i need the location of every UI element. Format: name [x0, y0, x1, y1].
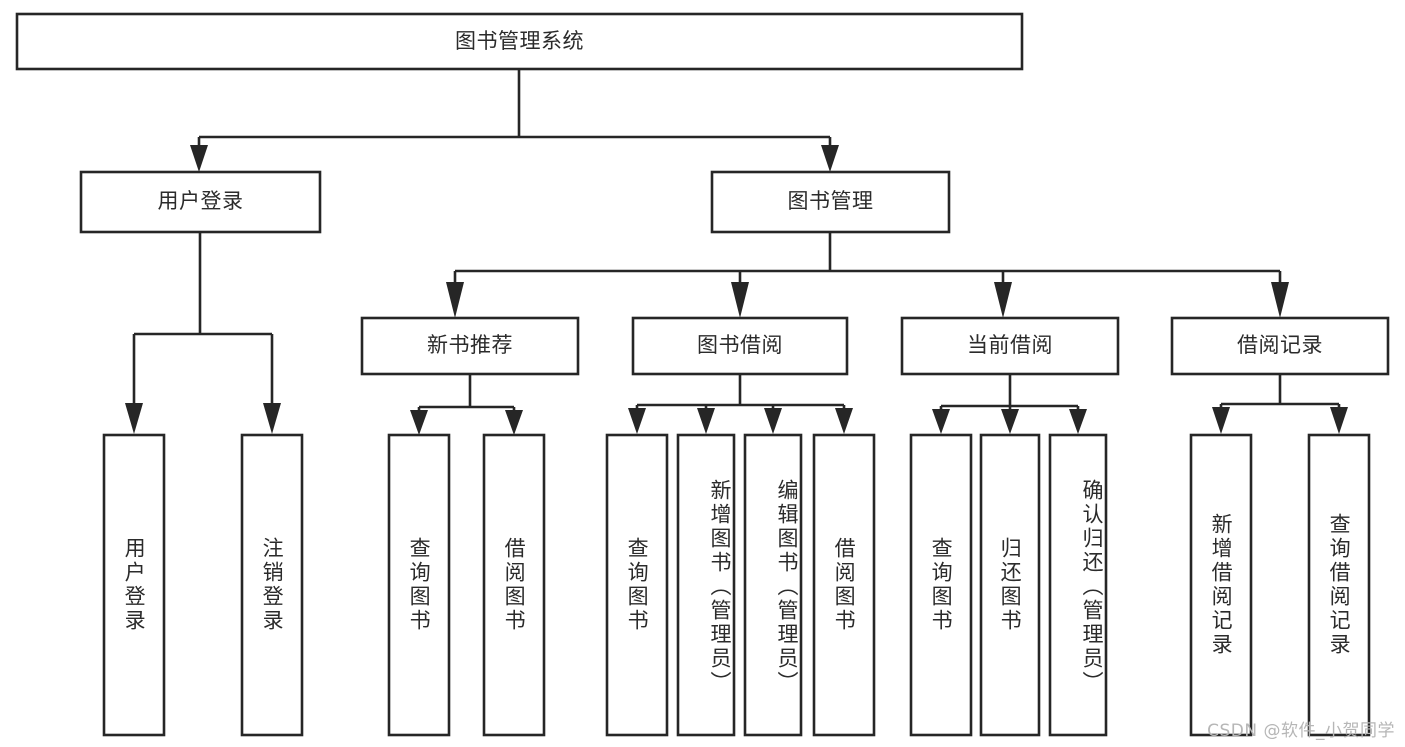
arrow-head-borrow-record-2 — [1330, 407, 1348, 434]
arrow-head-book-manage-4 — [1271, 282, 1289, 318]
leaf-box-query-book-borrow[interactable] — [605, 433, 669, 737]
leaf-box-borrow-book-new[interactable] — [482, 433, 546, 737]
arrow-head-new-book-1 — [410, 410, 428, 435]
arrow-head-book-borrow-1 — [628, 408, 646, 434]
leaf-box-query-book-new[interactable] — [387, 433, 451, 737]
node-book-manage-box[interactable] — [710, 170, 951, 234]
node-root-box[interactable] — [15, 12, 1024, 71]
node-borrow-record-box[interactable] — [1170, 316, 1390, 376]
leaf-box-query-book-current[interactable] — [909, 433, 973, 737]
arrow-head-root-1 — [190, 145, 208, 172]
arrow-head-book-manage-1 — [446, 282, 464, 318]
arrow-head-new-book-2 — [505, 410, 523, 435]
leaf-box-edit-book[interactable] — [743, 433, 803, 737]
node-book-borrow-box[interactable] — [631, 316, 849, 376]
arrow-head-user-login-2 — [263, 403, 281, 434]
node-new-book-box[interactable] — [360, 316, 580, 376]
arrow-head-root-2 — [821, 145, 839, 172]
arrow-head-book-manage-2 — [731, 282, 749, 318]
arrow-head-current-borrow-2 — [1001, 409, 1019, 434]
arrow-head-borrow-record-1 — [1212, 407, 1230, 434]
arrow-head-current-borrow-3 — [1069, 409, 1087, 434]
leaf-box-add-record[interactable] — [1189, 433, 1253, 737]
leaf-box-borrow-book[interactable] — [812, 433, 876, 737]
csdn-watermark: CSDN @软件_小贺同学 — [1207, 721, 1395, 741]
leaf-box-logout[interactable] — [240, 433, 304, 737]
leaf-box-return-book[interactable] — [979, 433, 1041, 737]
arrow-head-current-borrow-1 — [932, 409, 950, 434]
node-current-borrow-box[interactable] — [900, 316, 1120, 376]
arrow-head-book-borrow-3 — [764, 408, 782, 434]
leaf-box-user-login[interactable] — [102, 433, 166, 737]
node-user-login-box[interactable] — [79, 170, 322, 234]
arrow-head-book-borrow-4 — [835, 408, 853, 434]
leaf-box-add-book[interactable] — [676, 433, 736, 737]
arrow-head-book-manage-3 — [994, 282, 1012, 318]
arrow-head-book-borrow-2 — [697, 408, 715, 434]
leaf-box-query-record[interactable] — [1307, 433, 1371, 737]
arrow-head-user-login-1 — [125, 403, 143, 434]
leaf-box-confirm-return[interactable] — [1048, 433, 1108, 737]
